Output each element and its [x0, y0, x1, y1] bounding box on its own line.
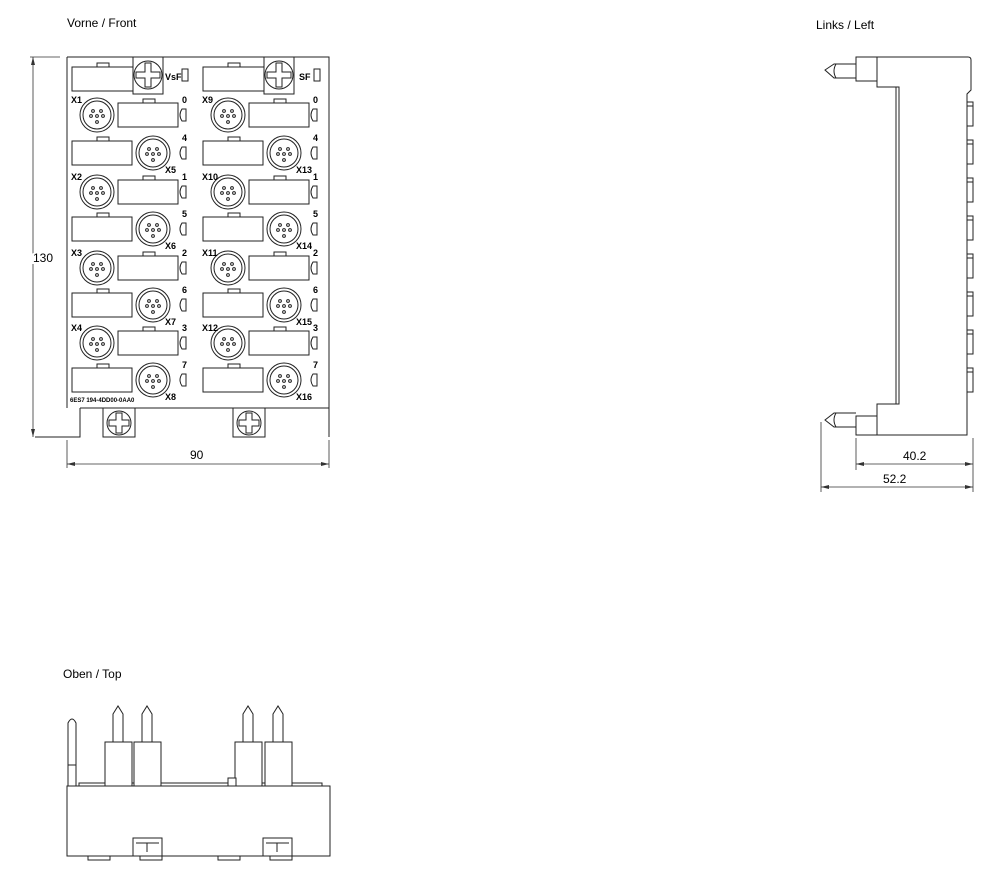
connector-label: X8	[165, 392, 176, 402]
m12-connector-x14: X14 5	[202, 209, 318, 251]
channel-label: 5	[182, 209, 187, 219]
channel-label: 1	[313, 172, 318, 182]
status-led-sf: SF	[299, 72, 311, 82]
side-tab	[966, 253, 974, 279]
m12-connector-x16: X16 7	[202, 360, 318, 402]
connector-pin	[234, 705, 263, 787]
channel-label: 3	[182, 323, 187, 333]
connector-label: X6	[165, 241, 176, 251]
connector-label: X7	[165, 317, 176, 327]
status-section: SF	[202, 56, 321, 95]
m12-connector-x8: X8 7	[71, 360, 187, 402]
screw-icon	[264, 60, 294, 90]
side-tab	[966, 291, 974, 317]
connector-label: X16	[296, 392, 312, 402]
channel-label: 6	[313, 285, 318, 295]
connector-label: X1	[71, 95, 82, 105]
side-tab	[966, 139, 974, 165]
connector-pin	[104, 705, 133, 787]
connector-label: X3	[71, 248, 82, 258]
side-tab	[966, 101, 974, 127]
connector-label: X15	[296, 317, 312, 327]
m12-connector-x6: X6 5	[71, 209, 187, 251]
connector-label: X2	[71, 172, 82, 182]
mounting-tab-left	[102, 407, 136, 438]
m12-connector-x11: X11 2	[202, 248, 318, 286]
depth-dimension-inner: 40.2	[903, 449, 927, 463]
connector-label: X14	[296, 241, 312, 251]
height-dimension: 130	[33, 251, 53, 265]
channel-label: 5	[313, 209, 318, 219]
m12-connector-x9: X9 0	[202, 95, 318, 133]
channel-label: 7	[182, 360, 187, 370]
m12-connector-x7: X7 6	[71, 285, 187, 327]
left-view: 40.2 52.2	[820, 56, 974, 492]
connector-pin	[264, 705, 293, 787]
m12-connector-x3: X3 2	[71, 248, 187, 286]
side-tab	[966, 215, 974, 241]
side-tab	[966, 177, 974, 203]
depth-dimension-outer: 52.2	[883, 472, 907, 486]
channel-label: 1	[182, 172, 187, 182]
connector-label: X5	[165, 165, 176, 175]
m12-connector-x4: X4 3	[71, 323, 187, 361]
channel-label: 3	[313, 323, 318, 333]
mounting-tab-right	[232, 407, 266, 438]
channel-label: 7	[313, 360, 318, 370]
connector-label: X12	[202, 323, 218, 333]
front-view-title: Vorne / Front	[67, 16, 137, 30]
channel-label: 2	[313, 248, 318, 258]
channel-label: 6	[182, 285, 187, 295]
status-section: VsF	[71, 56, 189, 95]
screw-icon	[133, 60, 163, 90]
top-view	[66, 705, 331, 861]
m12-connector-x15: X15 6	[202, 285, 318, 327]
connector-label: X10	[202, 172, 218, 182]
channel-label: 4	[182, 133, 187, 143]
connector-label: X9	[202, 95, 213, 105]
m12-connector-x5: X5 4	[71, 133, 187, 175]
channel-label: 2	[182, 248, 187, 258]
status-led-vsf: VsF	[165, 72, 182, 82]
m12-connector-x1: X1 0	[71, 95, 187, 133]
width-dimension: 90	[190, 448, 204, 462]
m12-connector-x13: X13 4	[202, 133, 318, 175]
connector-label: X11	[202, 248, 218, 258]
side-tab	[966, 367, 974, 393]
channel-label: 0	[313, 95, 318, 105]
connector-label: X4	[71, 323, 82, 333]
status-strip: VsF SF	[71, 56, 321, 95]
channel-label: 0	[182, 95, 187, 105]
channel-label: 4	[313, 133, 318, 143]
part-number: 6ES7 194-4DD00-0AA0	[70, 398, 135, 404]
top-view-title: Oben / Top	[63, 667, 122, 681]
m12-connector-x2: X2 1	[71, 172, 187, 210]
m12-connector-x10: X10 1	[202, 172, 318, 210]
side-tab	[966, 329, 974, 355]
connector-label: X13	[296, 165, 312, 175]
connector-pin	[133, 705, 162, 787]
left-view-title: Links / Left	[816, 18, 875, 32]
m12-connector-x12: X12 3	[202, 323, 318, 361]
